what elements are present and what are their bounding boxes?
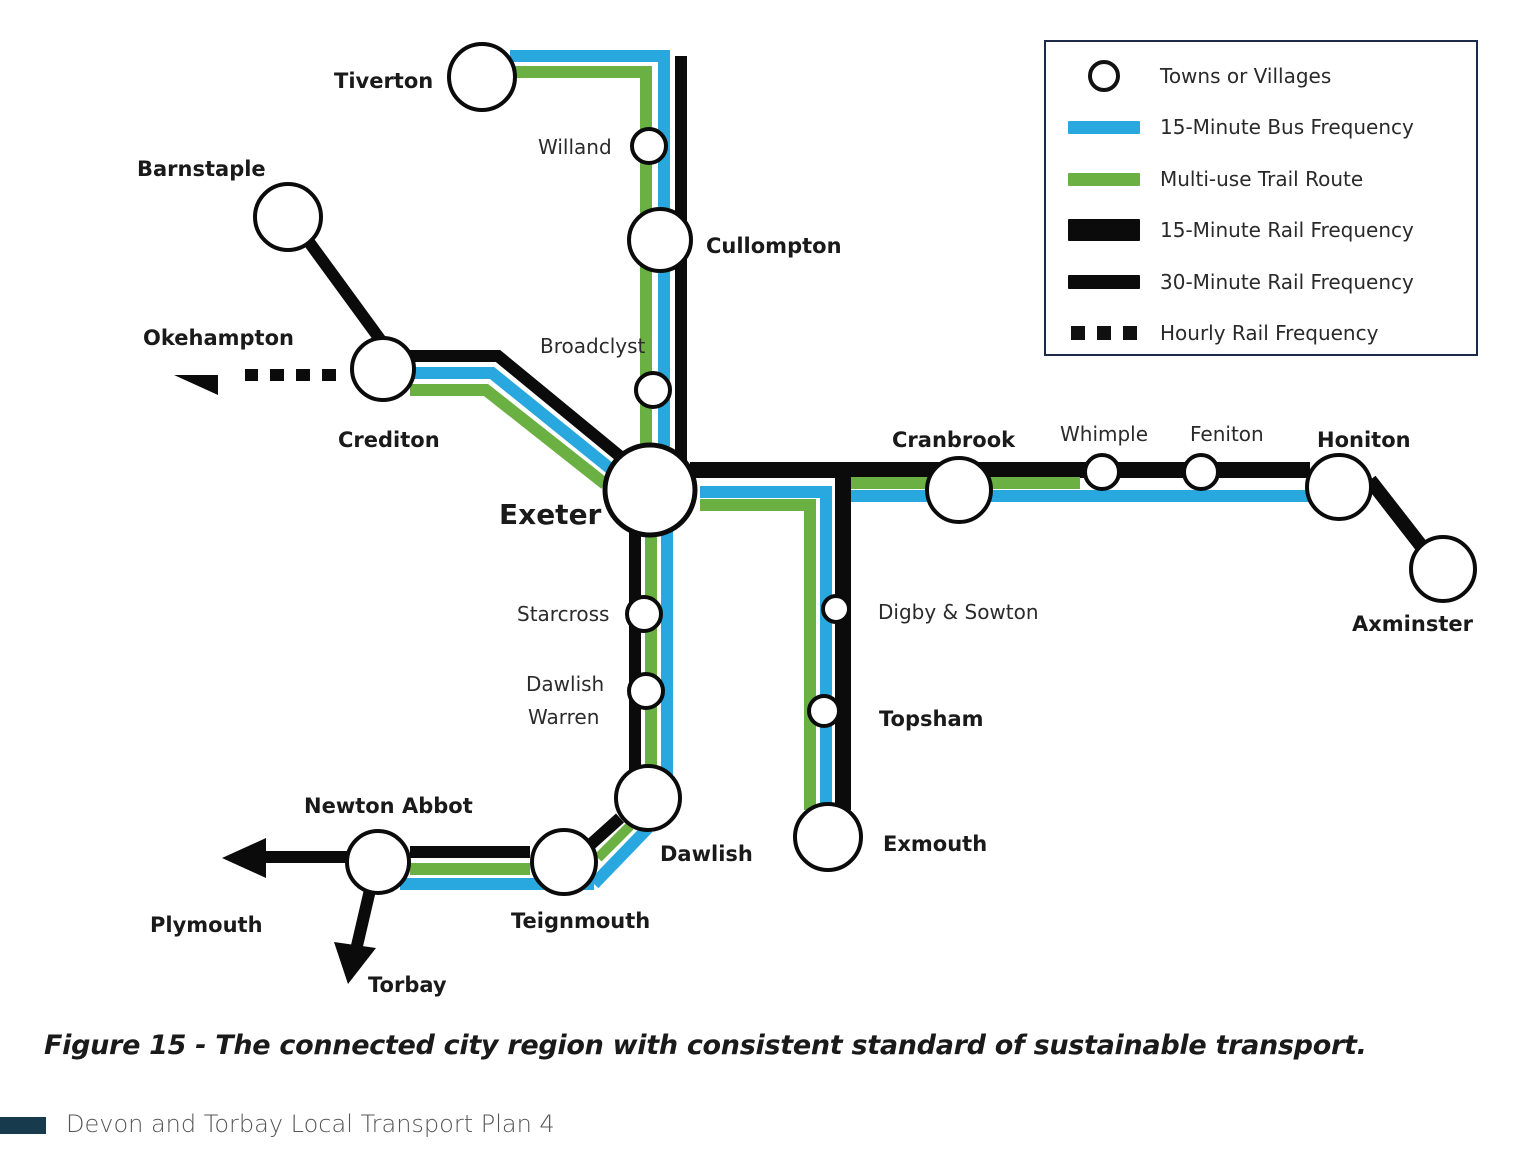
node-exeter (602, 442, 698, 538)
label-honiton: Honiton (1317, 428, 1411, 452)
legend-item-rail-30: 30-Minute Rail Frequency (1046, 262, 1476, 302)
node-digby-sowton (821, 594, 851, 624)
legend-item-trail: Multi-use Trail Route (1046, 159, 1476, 199)
node-cullompton (627, 207, 693, 273)
label-crediton: Crediton (338, 428, 440, 452)
rail-hourly-dots-icon (1071, 326, 1137, 340)
label-exmouth: Exmouth (883, 832, 987, 856)
label-axminster: Axminster (1352, 612, 1474, 636)
bus-route-crediton-exeter (410, 367, 616, 475)
label-whimple: Whimple (1060, 422, 1148, 446)
trail-route-dawlish-teignmouth (594, 822, 634, 862)
label-newton-abbot: Newton Abbot (304, 794, 473, 818)
footer-accent-bar (0, 1117, 46, 1134)
trail-route-crediton-exeter (410, 384, 609, 489)
torbay-arrow-icon (334, 942, 376, 984)
legend-label: Towns or Villages (1160, 64, 1332, 88)
trail-line-icon (1068, 172, 1140, 186)
node-whimple (1083, 453, 1121, 491)
legend-item-rail-15: 15-Minute Rail Frequency (1046, 210, 1476, 250)
label-feniton: Feniton (1190, 422, 1264, 446)
legend: Towns or Villages 15-Minute Bus Frequenc… (1044, 40, 1478, 356)
node-newton-abbot (345, 829, 411, 895)
label-tiverton: Tiverton (334, 69, 433, 93)
footer-document-title: Devon and Torbay Local Transport Plan 4 (66, 1110, 555, 1138)
rail-route-crediton-exeter (410, 350, 626, 463)
trail-route-tiverton-exeter (510, 66, 652, 460)
rail-route-torbay (350, 888, 376, 952)
label-willand: Willand (538, 135, 612, 159)
legend-label: Multi-use Trail Route (1160, 167, 1364, 191)
legend-label: Hourly Rail Frequency (1160, 321, 1379, 345)
node-willand (630, 127, 668, 165)
bus-route-tiverton-exeter (510, 50, 670, 460)
node-teignmouth (530, 828, 598, 896)
stations-layer (253, 42, 1477, 896)
legend-label: 15-Minute Rail Frequency (1160, 218, 1414, 242)
node-feniton (1182, 453, 1220, 491)
label-torbay: Torbay (368, 973, 447, 997)
node-barnstaple (253, 182, 323, 252)
node-broadclyst (634, 371, 672, 409)
label-dawlish-warren-line1: Dawlish (526, 672, 604, 696)
label-dawlish: Dawlish (660, 842, 753, 866)
legend-label: 15-Minute Bus Frequency (1160, 115, 1414, 139)
label-teignmouth: Teignmouth (511, 909, 650, 933)
label-okehampton: Okehampton (143, 326, 294, 350)
node-dawlish-warren (627, 672, 665, 710)
transport-network-map: Tiverton Willand Cullompton Barnstaple O… (137, 42, 1477, 997)
label-cranbrook: Cranbrook (892, 428, 1016, 452)
bus-route-dawlish-teignmouth (589, 823, 653, 889)
label-plymouth: Plymouth (150, 913, 263, 937)
node-honiton (1305, 453, 1373, 521)
label-digby-sowton: Digby & Sowton (878, 600, 1039, 624)
figure-caption: Figure 15 - The connected city region wi… (44, 1030, 1367, 1061)
okehampton-arrow-icon (174, 355, 218, 395)
plymouth-arrow-icon (222, 838, 266, 878)
node-starcross (625, 595, 663, 633)
trail-route-exmouth (700, 499, 816, 810)
rail-15-line-icon (1068, 219, 1140, 241)
label-topsham: Topsham (879, 707, 984, 731)
label-cullompton: Cullompton (706, 234, 842, 258)
node-crediton (350, 336, 416, 402)
node-tiverton (447, 42, 517, 112)
town-circle-icon (1088, 60, 1120, 92)
label-broadclyst: Broadclyst (540, 334, 646, 358)
legend-label: 30-Minute Rail Frequency (1160, 270, 1414, 294)
labels-layer: Tiverton Willand Cullompton Barnstaple O… (137, 69, 1474, 997)
label-dawlish-warren-line2: Warren (528, 705, 599, 729)
node-dawlish (614, 764, 682, 832)
node-exmouth (793, 802, 863, 872)
node-axminster (1409, 535, 1477, 603)
rail-30-line-icon (1068, 275, 1140, 289)
node-topsham (807, 694, 841, 728)
bus-line-icon (1068, 120, 1140, 134)
rail-route-dawlish-teignmouth (585, 813, 625, 850)
label-barnstaple: Barnstaple (137, 157, 266, 181)
label-starcross: Starcross (517, 602, 609, 626)
label-exeter: Exeter (499, 498, 602, 531)
legend-item-bus: 15-Minute Bus Frequency (1046, 107, 1476, 147)
legend-item-rail-hourly: Hourly Rail Frequency (1046, 313, 1476, 353)
legend-item-towns: Towns or Villages (1046, 56, 1476, 96)
node-cranbrook (925, 456, 993, 524)
